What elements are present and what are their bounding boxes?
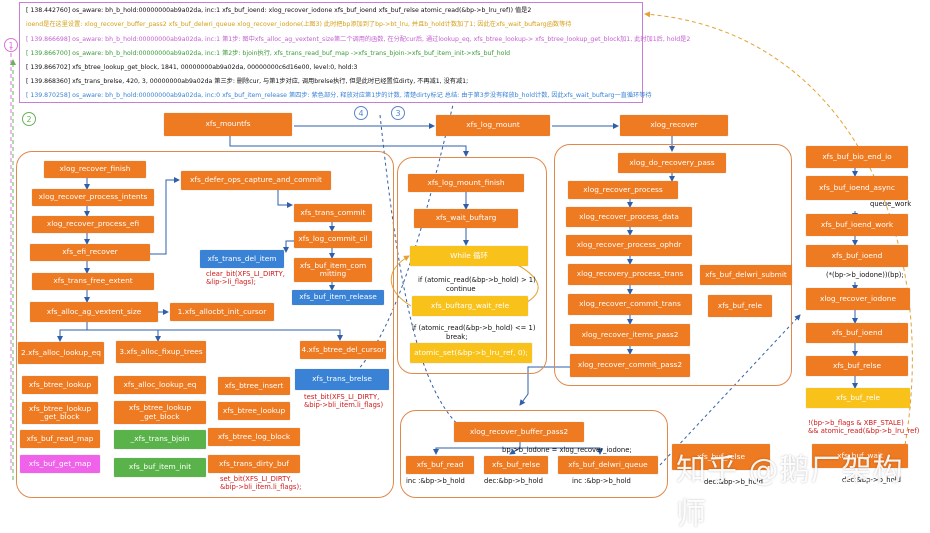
- text-inc-1: inc :&bp->b_hold: [406, 477, 465, 485]
- node-xfs-trans-brelse[interactable]: xfs_trans_brelse: [295, 369, 389, 390]
- region-log-mount: [397, 157, 547, 374]
- log-line: [ 139.866700] os_aware: bh_b_hold:000000…: [26, 50, 511, 57]
- node-xlog-recovery-process-trans[interactable]: xlog_recovery_process_trans: [568, 264, 692, 285]
- region-buffer-pass2: [400, 410, 668, 498]
- node-xlog-recover-buffer-pass2[interactable]: xlog_recover_buffer_pass2: [454, 422, 584, 442]
- node-xfs-wait-buftarg[interactable]: xfs_wait_buftarg: [414, 209, 518, 228]
- node-xfs-efi-recover[interactable]: xfs_efi_recover: [30, 244, 150, 261]
- log-line: [ 139.866702] xfs_btree_lookup_get_block…: [26, 64, 358, 71]
- text-iodone-assign: bp->b_iodone = xlog_recover_iodone;: [502, 446, 632, 454]
- node-xfs-btree-lookup-2[interactable]: xfs_btree_lookup: [218, 402, 290, 420]
- node-xfs-btree-log-block[interactable]: xfs_btree_log_block: [208, 428, 300, 446]
- node-xfs-buf-relse[interactable]: xfs_buf_relse: [484, 456, 548, 474]
- node-xlog-do-recovery-pass[interactable]: xlog_do_recovery_pass: [618, 153, 726, 173]
- node-xfs-buf-rele-2[interactable]: xfs_buf_rele: [806, 388, 910, 408]
- node-xfs-allocbt-init-cursor[interactable]: 1.xfs_allocbt_init_cursor: [170, 303, 274, 321]
- node-xfs-trans-commit[interactable]: xfs_trans_commit: [294, 204, 372, 222]
- node-xfs-alloc-lookup-eq-group[interactable]: 2.xfs_alloc_lookup_eq: [18, 342, 104, 364]
- node-xfs-trans-dirty-buf[interactable]: xfs_trans_dirty_buf: [208, 455, 300, 473]
- node-xfs-log-mount[interactable]: xfs_log_mount: [436, 115, 550, 136]
- log-line: [ 139.870258] os_aware: bh_b_hold:000000…: [26, 92, 652, 99]
- node-atomic-set[interactable]: atomic_set(&bp->b_lru_ref, 0);: [410, 343, 532, 363]
- node-xfs-alloc-fixup-trees[interactable]: 3.xfs_alloc_fixup_trees: [116, 341, 206, 363]
- region-mountfs: [16, 151, 394, 498]
- node-xfs-btree-lookup-1[interactable]: xfs_btree_lookup: [22, 376, 98, 394]
- node-xlog-recover-commit-trans[interactable]: xlog_recover_commit_trans: [568, 294, 692, 315]
- node-xfs-buf-delwri-submit[interactable]: xfs_buf_delwri_submit: [700, 265, 792, 285]
- text-if-le1: if (atomic_read(&bp->b_hold) <= 1): [412, 324, 536, 332]
- marker-three: 3: [391, 106, 405, 120]
- node-xfs-buf-ioend-2[interactable]: xfs_buf_ioend: [806, 323, 908, 343]
- node-xlog-recover-items-pass2[interactable]: xlog_recover_items_pass2: [570, 324, 690, 346]
- node-xlog-recover[interactable]: xlog_recover: [620, 115, 728, 136]
- node-xfs-buf-read-map[interactable]: xfs_buf_read_map: [20, 430, 100, 448]
- node-xfs-log-commit-cil[interactable]: xfs_log_commit_cil: [294, 231, 372, 248]
- node-xfs-buf-read[interactable]: xfs_buf_read: [406, 456, 474, 474]
- node-xlog-recover-process-data[interactable]: xlog_recover_process_data: [566, 207, 692, 227]
- node-xfs-trans-free-extent[interactable]: xfs_trans_free_extent: [32, 273, 154, 290]
- text-queue-work: queue_work: [870, 200, 912, 208]
- node-while-loop[interactable]: While 循环: [410, 246, 528, 266]
- text-bp-iodone-call: (*(bp->b_iodone))(bp);: [826, 271, 904, 279]
- node-xfs-buf-delwri-queue[interactable]: xfs_buf_delwri_queue: [558, 456, 658, 474]
- node-xfs-btree-lookup-get-block-1[interactable]: xfs_btree_lookup _get_block: [22, 402, 98, 424]
- diagram-canvas: [ 138.442760] os_aware: bh_b_hold:000000…: [4, 2, 920, 532]
- node-xfs-buf-ioend-work[interactable]: xfs_buf_ioend_work: [806, 214, 908, 236]
- text-clear-bit: clear_bit(XFS_LI_DIRTY, &lip->li_flags);: [206, 270, 285, 286]
- text-dec-1: dec:&bp->b_hold: [484, 477, 543, 485]
- text-set-bit: set_bit(XFS_LI_DIRTY, &bip->bli_item.li_…: [220, 475, 302, 491]
- node-xlog-recover-iodone[interactable]: xlog_recover_iodone: [806, 288, 910, 310]
- node-xfs-buf-relse-2[interactable]: xfs_buf_relse: [672, 444, 770, 470]
- log-line: [ 138.442760] os_aware: bh_b_hold:000000…: [26, 7, 532, 14]
- node-xfs-log-mount-finish[interactable]: xfs_log_mount_finish: [408, 174, 524, 192]
- node-xfs-buf-rele-1[interactable]: xfs_buf_rele: [708, 295, 772, 317]
- node-xfs-trans-del-item[interactable]: xfs_trans_del_item: [200, 250, 284, 268]
- text-stale-cond: !(bp->b_flags & XBF_STALE) && atomic_rea…: [808, 419, 920, 435]
- node-xfs-buf-item-init[interactable]: xfs_buf_item_init: [114, 458, 206, 477]
- node-xfs-buf-ioend-async[interactable]: xfs_buf_ioend_async: [806, 176, 908, 200]
- node-xfs-buf-wait[interactable]: xfs_buf_wait: [812, 444, 908, 468]
- text-continue: continue: [446, 285, 476, 293]
- node-xfs-mountfs[interactable]: xfs_mountfs: [164, 113, 292, 136]
- node-xlog-recover-commit-pass2[interactable]: xlog_recover_commit_pass2: [570, 354, 690, 377]
- log-line: [ 139.866698] os_aware: bh_b_hold:000000…: [26, 36, 691, 43]
- marker-one: 1: [4, 38, 18, 52]
- node-xfs-buf-item-committing[interactable]: xfs_buf_item_com mitting: [294, 258, 372, 282]
- node-xfs-buf-bio-end-io[interactable]: xfs_buf_bio_end_io: [806, 146, 908, 168]
- node-xfs-defer-ops-capture-and-commit[interactable]: xfs_defer_ops_capture_and_commit: [181, 171, 331, 190]
- text-inc-2: inc :&bp->b_hold: [572, 477, 631, 485]
- marker-two: 2: [22, 112, 36, 126]
- node-xlog-recover-finish[interactable]: xlog_recover_finish: [44, 161, 146, 178]
- node-xfs-buf-relse-3[interactable]: xfs_buf_relse: [806, 356, 908, 376]
- text-test-bit: test_bit(XFS_LI_DIRTY, &bip->bli_item.li…: [304, 393, 384, 409]
- log-line: [ 139.868360] xfs_trans_brelse, 420, 3, …: [26, 78, 469, 85]
- marker-four: 4: [354, 106, 368, 120]
- node-xfs-buf-item-release[interactable]: xfs_buf_item_release: [292, 290, 384, 305]
- node-xfs-alloc-ag-vextent-size[interactable]: xfs_alloc_ag_vextent_size: [30, 302, 158, 322]
- node-xlog-recover-process-ophdr[interactable]: xlog_recover_process_ophdr: [566, 235, 692, 256]
- node-xlog-recover-process-efi[interactable]: xlog_recover_process_efi: [32, 216, 154, 233]
- log-line: ioend是在这里设置: xlog_recover_buffer_pass2 x…: [26, 21, 572, 28]
- node-xfs-alloc-lookup-eq[interactable]: xfs_alloc_lookup_eq: [114, 376, 206, 394]
- watermark: 知乎 @鹅厂架构师: [676, 453, 904, 532]
- node-xfs-btree-del-cursor[interactable]: 4.xfs_btree_del_cursor: [300, 341, 386, 359]
- log-panel: [ 138.442760] os_aware: bh_b_hold:000000…: [19, 2, 690, 103]
- node-xfs-trans-bjoin[interactable]: _xfs_trans_bjoin: [114, 430, 206, 449]
- text-if-gt1: if (atomic_read(&bp->b_hold) > 1): [418, 276, 536, 284]
- text-dec-2: dec:&bp->b_hold: [704, 478, 763, 486]
- text-break: break;: [446, 333, 468, 341]
- text-dec-3: dec:&bp->b_hold: [842, 476, 901, 484]
- node-xfs-btree-insert[interactable]: xfs_btree_insert: [218, 377, 290, 395]
- node-xfs-buftarg-wait-rele[interactable]: xfs_buftarg_wait_rele: [412, 296, 528, 316]
- node-xfs-buf-get-map[interactable]: xfs_buf_get_map: [20, 455, 100, 473]
- node-xlog-recover-process-intents[interactable]: xlog_recover_process_intents: [32, 189, 154, 206]
- node-xlog-recover-process[interactable]: xlog_recover_process: [568, 181, 678, 199]
- node-xfs-buf-ioend-1[interactable]: xfs_buf_ioend: [806, 245, 908, 267]
- node-xfs-btree-lookup-get-block-2[interactable]: xfs_btree_lookup _get_block: [114, 401, 206, 424]
